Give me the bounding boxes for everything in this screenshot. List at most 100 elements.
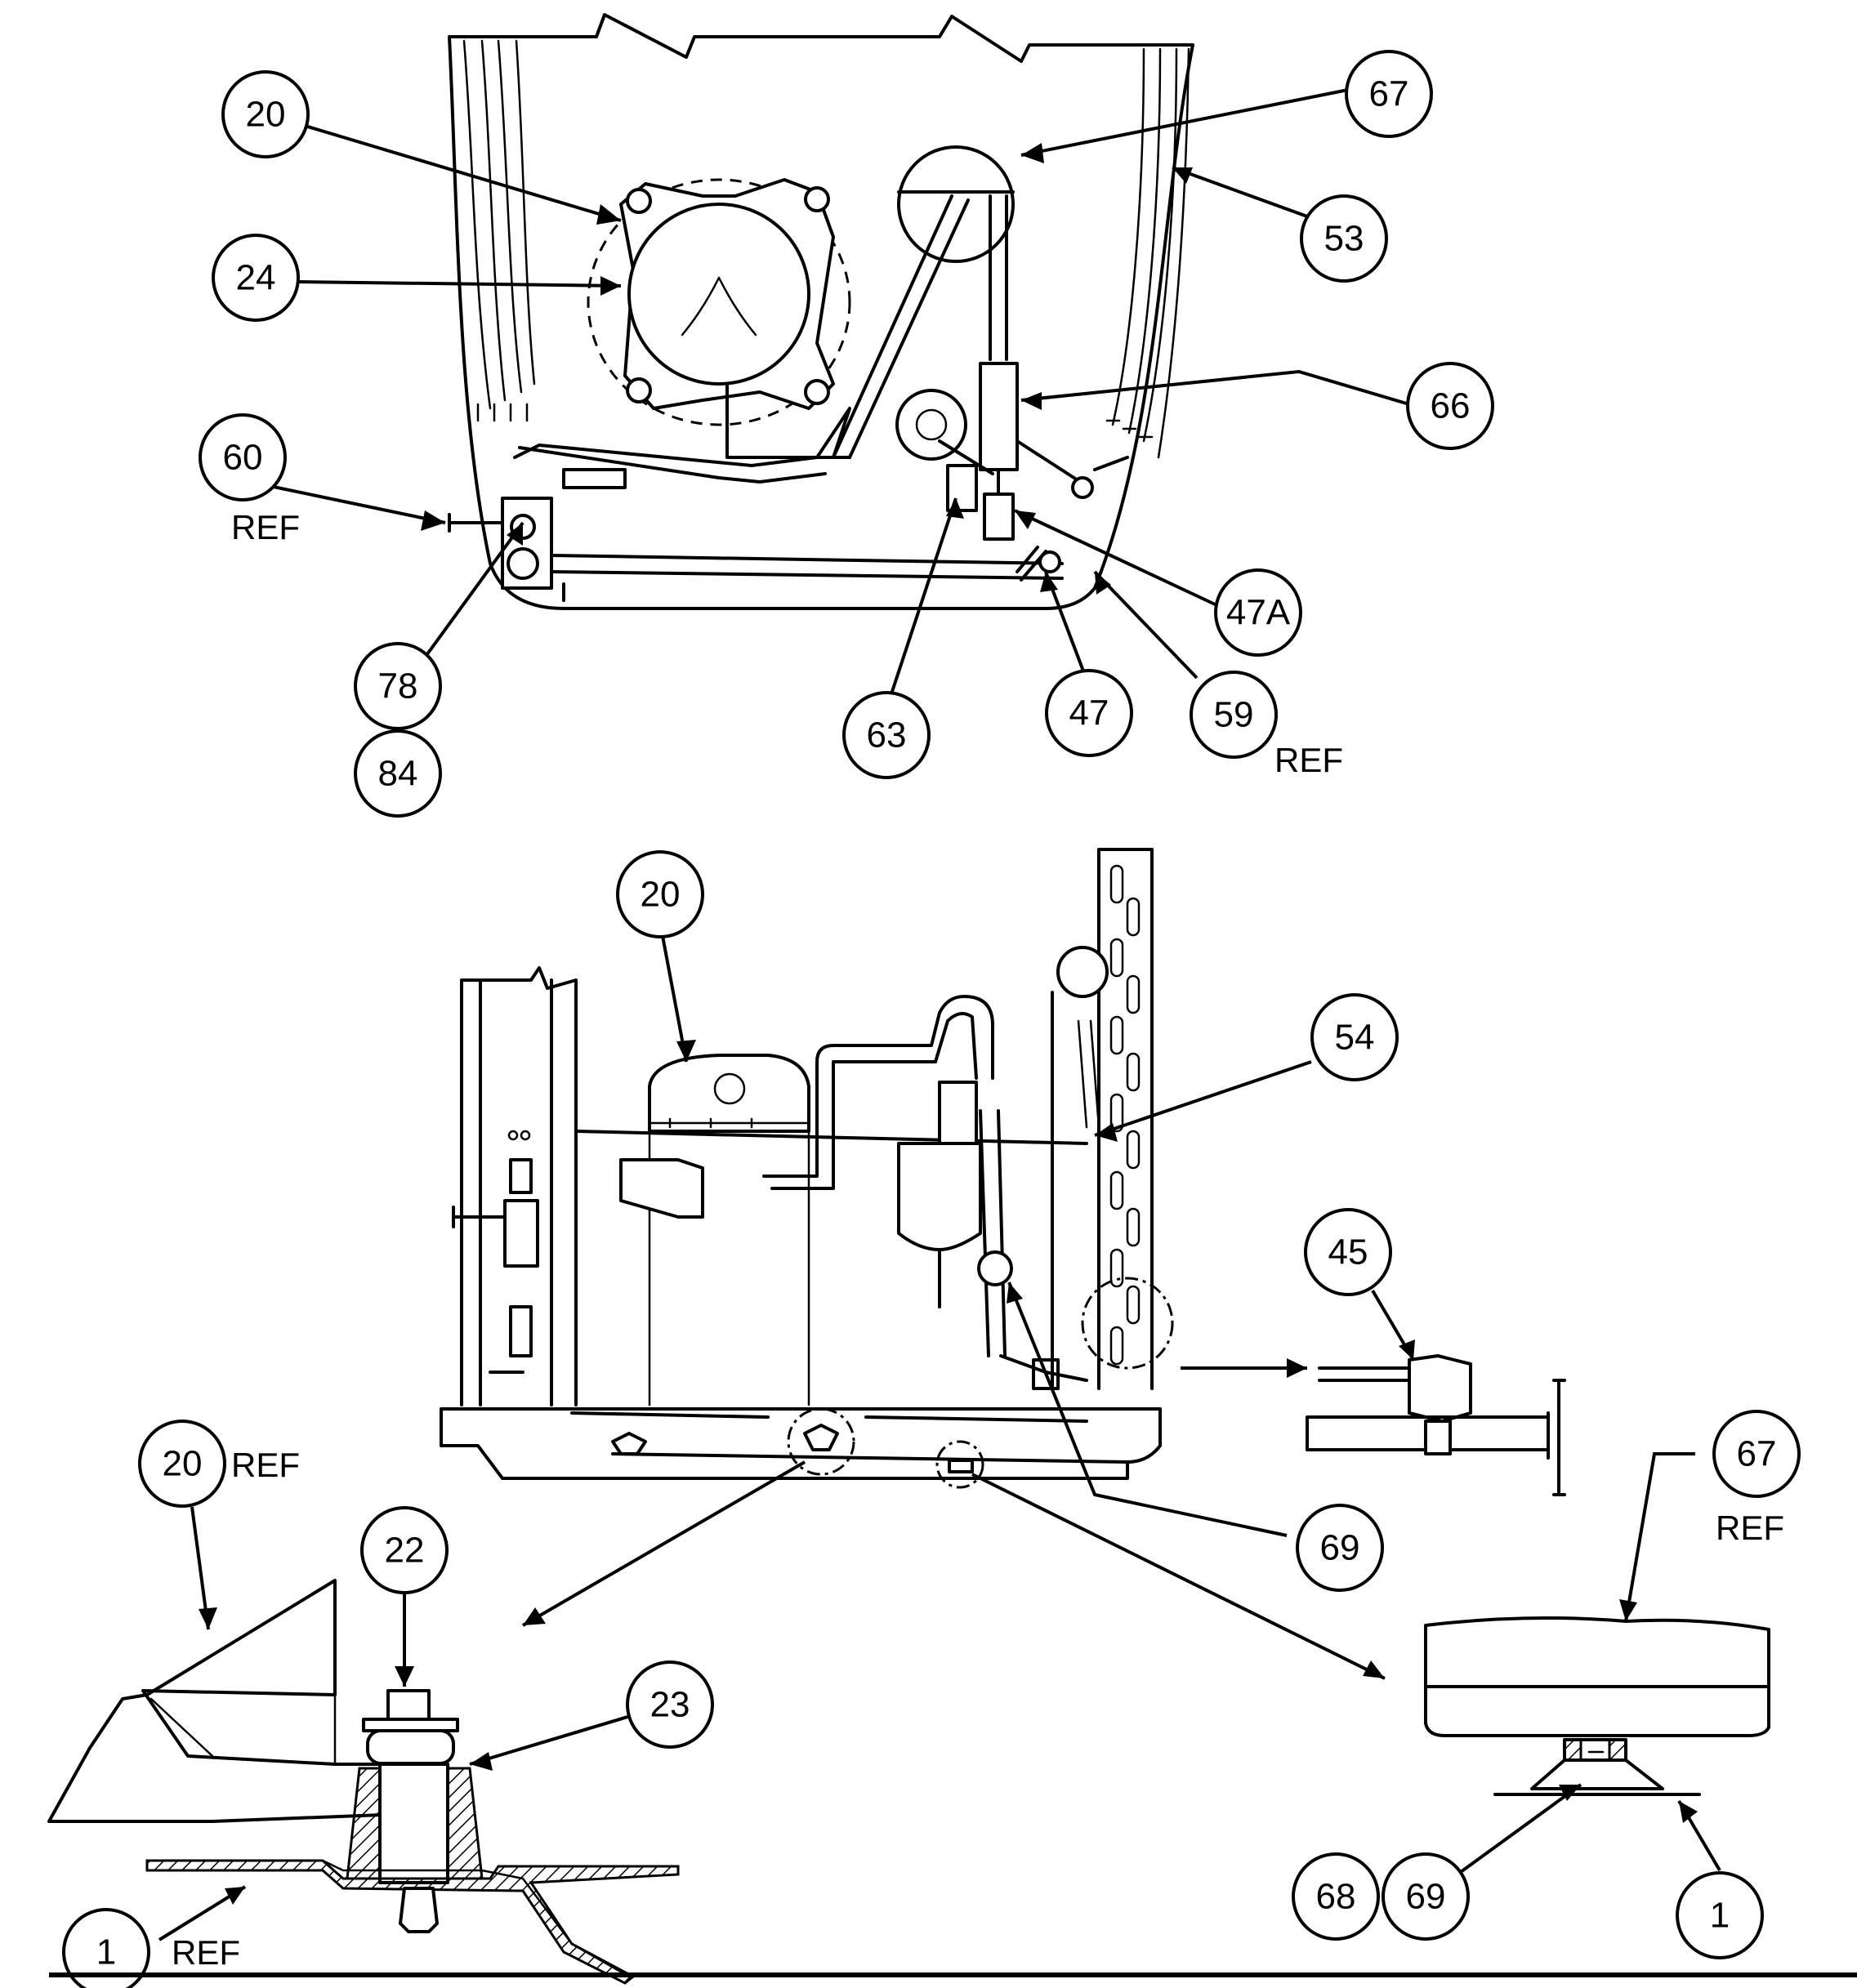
accumulator-riser bbox=[989, 194, 1008, 361]
top-view-assembly bbox=[448, 13, 1194, 610]
service-valves bbox=[448, 497, 553, 590]
callout-47: 47 bbox=[1045, 669, 1133, 757]
pad-small bbox=[948, 1459, 974, 1473]
leader-68-69 bbox=[1444, 1783, 1582, 1884]
svg-text:47A: 47A bbox=[1226, 593, 1291, 633]
coil-right-tubes bbox=[1111, 47, 1190, 459]
mount-grommet-4 bbox=[804, 379, 830, 405]
bottom-nut bbox=[399, 1887, 439, 1933]
switch-69-mid bbox=[977, 1250, 1013, 1286]
callout-54: 54 bbox=[1310, 993, 1399, 1081]
leader-59 bbox=[1093, 570, 1199, 680]
detail-circle-pad bbox=[935, 1440, 984, 1489]
accumulator-bottom bbox=[1424, 1616, 1770, 1737]
svg-text:1: 1 bbox=[1710, 1896, 1730, 1936]
leader-47a bbox=[1014, 509, 1225, 610]
part-59-grommet bbox=[1038, 550, 1061, 573]
callout-59: 59 bbox=[1190, 671, 1278, 759]
svg-text:23: 23 bbox=[650, 1685, 690, 1725]
svg-text:45: 45 bbox=[1328, 1232, 1368, 1273]
coil-stub-end bbox=[1071, 476, 1094, 499]
accumulator-top bbox=[897, 145, 1015, 263]
leader-60 bbox=[269, 484, 446, 524]
muffler-inner bbox=[915, 408, 948, 441]
drier-to-coil bbox=[1016, 439, 1129, 488]
compressor-seam bbox=[648, 1117, 810, 1129]
leader-24 bbox=[297, 280, 622, 288]
svg-text:53: 53 bbox=[1324, 219, 1364, 259]
mid-valve-stem bbox=[452, 1206, 507, 1228]
suction-loop-outer bbox=[762, 995, 994, 1178]
compressor-dome bbox=[648, 1054, 810, 1133]
callout-47a: 47A bbox=[1214, 568, 1302, 657]
svg-text:84: 84 bbox=[378, 754, 418, 794]
leader-78 bbox=[423, 521, 525, 659]
compressor-plan bbox=[587, 178, 851, 426]
svg-text:60: 60 bbox=[223, 438, 263, 478]
callout-23: 23 bbox=[626, 1660, 714, 1749]
callout-68: 68 bbox=[1292, 1852, 1380, 1941]
callout-60: 60 bbox=[199, 413, 287, 501]
base-rails bbox=[550, 554, 1064, 602]
leader-23 bbox=[469, 1714, 634, 1766]
coil-right-ends bbox=[1105, 419, 1154, 439]
valve-cap-lower bbox=[507, 547, 539, 580]
ref-label-60: REF bbox=[231, 508, 300, 546]
compressor-dashed-outline bbox=[587, 178, 851, 426]
callout-63: 63 bbox=[842, 691, 931, 779]
filter-drier bbox=[979, 362, 1019, 471]
mid-valve-upper bbox=[509, 1158, 533, 1194]
switch-lines bbox=[979, 1109, 1007, 1357]
detail-45-valve bbox=[1408, 1354, 1472, 1423]
svg-text:54: 54 bbox=[1335, 1018, 1375, 1058]
ref-label-20: REF bbox=[231, 1446, 300, 1484]
side-view-assembly bbox=[440, 848, 1566, 1496]
post-hole-1 bbox=[507, 1130, 519, 1141]
callout-20-mid: 20 bbox=[616, 850, 704, 938]
arrowhead bbox=[596, 204, 621, 225]
detail-45-clip bbox=[1424, 1420, 1452, 1455]
mount-grommet-2 bbox=[804, 186, 830, 212]
valve-stem bbox=[448, 513, 504, 533]
callout-1-left: 1 bbox=[62, 1908, 150, 1988]
compressor-foot-cutaway bbox=[47, 1579, 426, 1823]
suction-loop-inner bbox=[770, 1012, 978, 1190]
liquid-line-left bbox=[513, 407, 851, 467]
sensor-wires bbox=[1077, 1019, 1100, 1129]
callout-84: 84 bbox=[354, 729, 442, 818]
compressor-body bbox=[627, 203, 810, 386]
svg-text:66: 66 bbox=[1431, 386, 1471, 426]
leader-53 bbox=[1172, 166, 1308, 218]
svg-text:67: 67 bbox=[1369, 74, 1409, 114]
callout-69-mid: 69 bbox=[1296, 1504, 1384, 1592]
svg-text:20: 20 bbox=[246, 95, 286, 135]
bolt-shank bbox=[378, 1763, 449, 1884]
mid-valve-lower bbox=[509, 1305, 533, 1357]
leader-47 bbox=[1044, 571, 1091, 687]
callout-66: 66 bbox=[1406, 362, 1494, 450]
callout-45: 45 bbox=[1304, 1208, 1392, 1296]
leader-20-top bbox=[293, 121, 622, 222]
left-post bbox=[460, 966, 578, 1406]
leader-69-mid bbox=[1007, 1282, 1288, 1537]
line-fitting bbox=[562, 468, 627, 489]
svg-text:24: 24 bbox=[236, 258, 276, 298]
mid-crossbar bbox=[574, 1130, 1088, 1145]
svg-text:63: 63 bbox=[867, 715, 907, 756]
svg-text:67: 67 bbox=[1737, 1434, 1777, 1474]
mount-foot-left bbox=[611, 1432, 647, 1455]
compressor-dome-shade bbox=[681, 276, 757, 337]
svg-text:68: 68 bbox=[1316, 1877, 1356, 1917]
svg-text:78: 78 bbox=[378, 666, 418, 706]
leader-66 bbox=[1020, 369, 1410, 406]
coil-slots bbox=[1109, 864, 1141, 1366]
svg-text:20: 20 bbox=[641, 875, 681, 915]
post-hole-2 bbox=[520, 1130, 531, 1141]
foot-pad bbox=[1530, 1758, 1664, 1790]
compressor-terminal bbox=[713, 1072, 746, 1105]
washer-22 bbox=[362, 1718, 459, 1732]
svg-text:22: 22 bbox=[385, 1531, 425, 1571]
coil-side-panel bbox=[1051, 848, 1154, 1390]
grommet-top bbox=[366, 1729, 455, 1765]
